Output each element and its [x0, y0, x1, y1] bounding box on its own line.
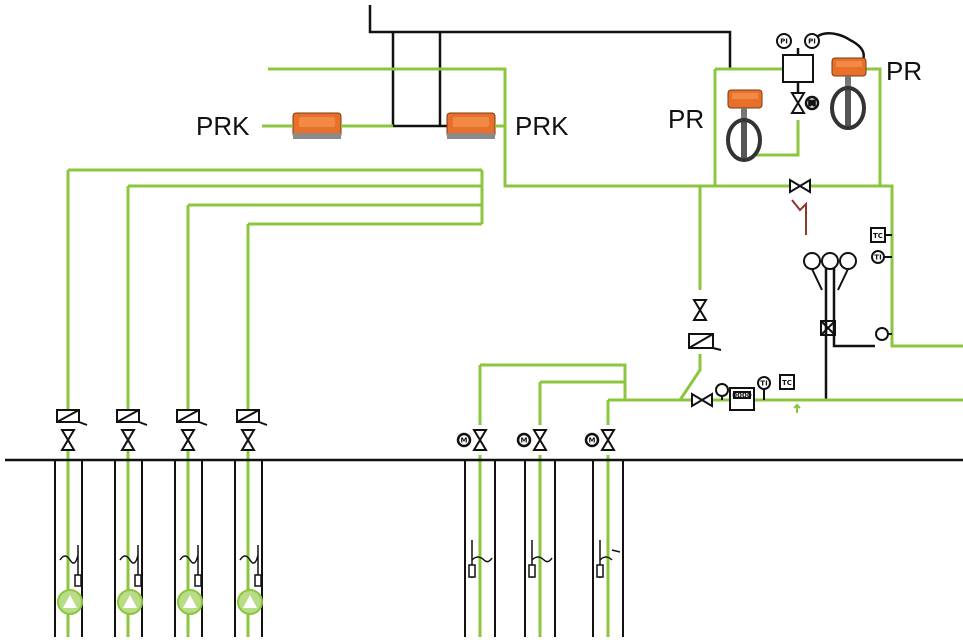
level-sensors — [59, 540, 621, 587]
well-solenoid-valves — [56, 409, 268, 451]
motorized-valves — [456, 429, 615, 451]
solenoid-valve-icon — [236, 409, 268, 426]
manifold-gauges — [803, 252, 892, 341]
actuator-prk-left — [292, 112, 342, 139]
ti-tag: TI — [874, 254, 881, 262]
pressure-gauge-icon — [804, 33, 820, 49]
label-pr-left: PR — [668, 104, 704, 134]
gauge-icon — [715, 383, 729, 397]
pump-icon — [117, 589, 143, 615]
flow-meter-label: 0000 — [732, 392, 752, 400]
solenoid-valve-icon — [176, 409, 208, 426]
right-instruments: TC TI — [870, 227, 892, 264]
solenoid-valve-icon — [56, 409, 88, 426]
return-valve — [789, 179, 811, 235]
gauge-icon — [875, 327, 889, 341]
pi-tag: PI — [808, 38, 816, 46]
signal-line — [791, 199, 807, 235]
gauge-icon — [821, 252, 839, 270]
pressure-group: PI PI — [776, 33, 820, 114]
pump-icon — [237, 589, 263, 615]
motor-icon — [584, 432, 600, 448]
pi-tag: PI — [780, 38, 788, 46]
temperature-controller-icon — [779, 374, 795, 390]
gauge-icon — [803, 252, 821, 270]
pump-icon — [57, 589, 83, 615]
label-prk-left: PRK — [196, 111, 250, 141]
tc-tag: TC — [782, 379, 792, 387]
motor-icon — [456, 432, 472, 448]
gauge-icon — [839, 252, 857, 270]
pressure-gauge-icon — [776, 33, 792, 49]
tc-tag: TC — [873, 232, 883, 240]
butterfly-valve-pr-left — [726, 89, 763, 162]
motor-icon — [516, 432, 532, 448]
center-right-equipment: 0000 TI TC — [688, 299, 801, 413]
pumps — [57, 589, 263, 615]
label-prk-right: PRK — [515, 111, 569, 141]
actuator-prk-right — [446, 112, 496, 139]
pump-icon — [177, 589, 203, 615]
controller-box — [782, 54, 814, 83]
solenoid-valve-icon — [116, 409, 148, 426]
motor-icon — [804, 95, 820, 111]
label-pr-right: PR — [886, 56, 922, 86]
butterfly-valve-pr-right — [830, 57, 867, 130]
ti-tag: TI — [760, 380, 767, 388]
pump-wells — [54, 460, 624, 637]
